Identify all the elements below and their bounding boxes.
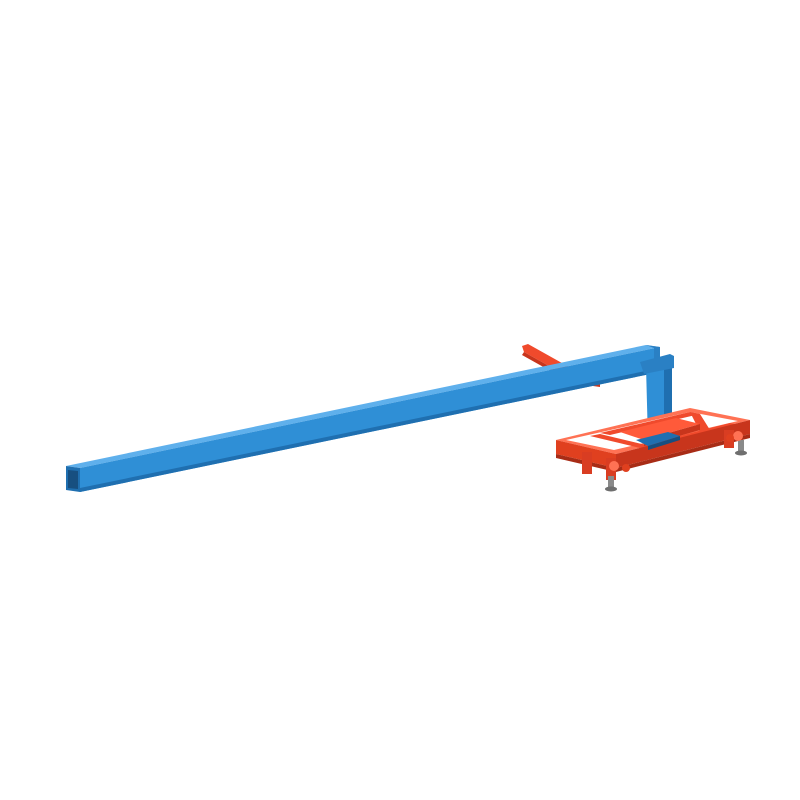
post-base-plate — [636, 432, 680, 450]
horizontal-beam — [66, 345, 660, 492]
base-frame — [556, 408, 750, 480]
leveling-feet — [605, 431, 747, 492]
